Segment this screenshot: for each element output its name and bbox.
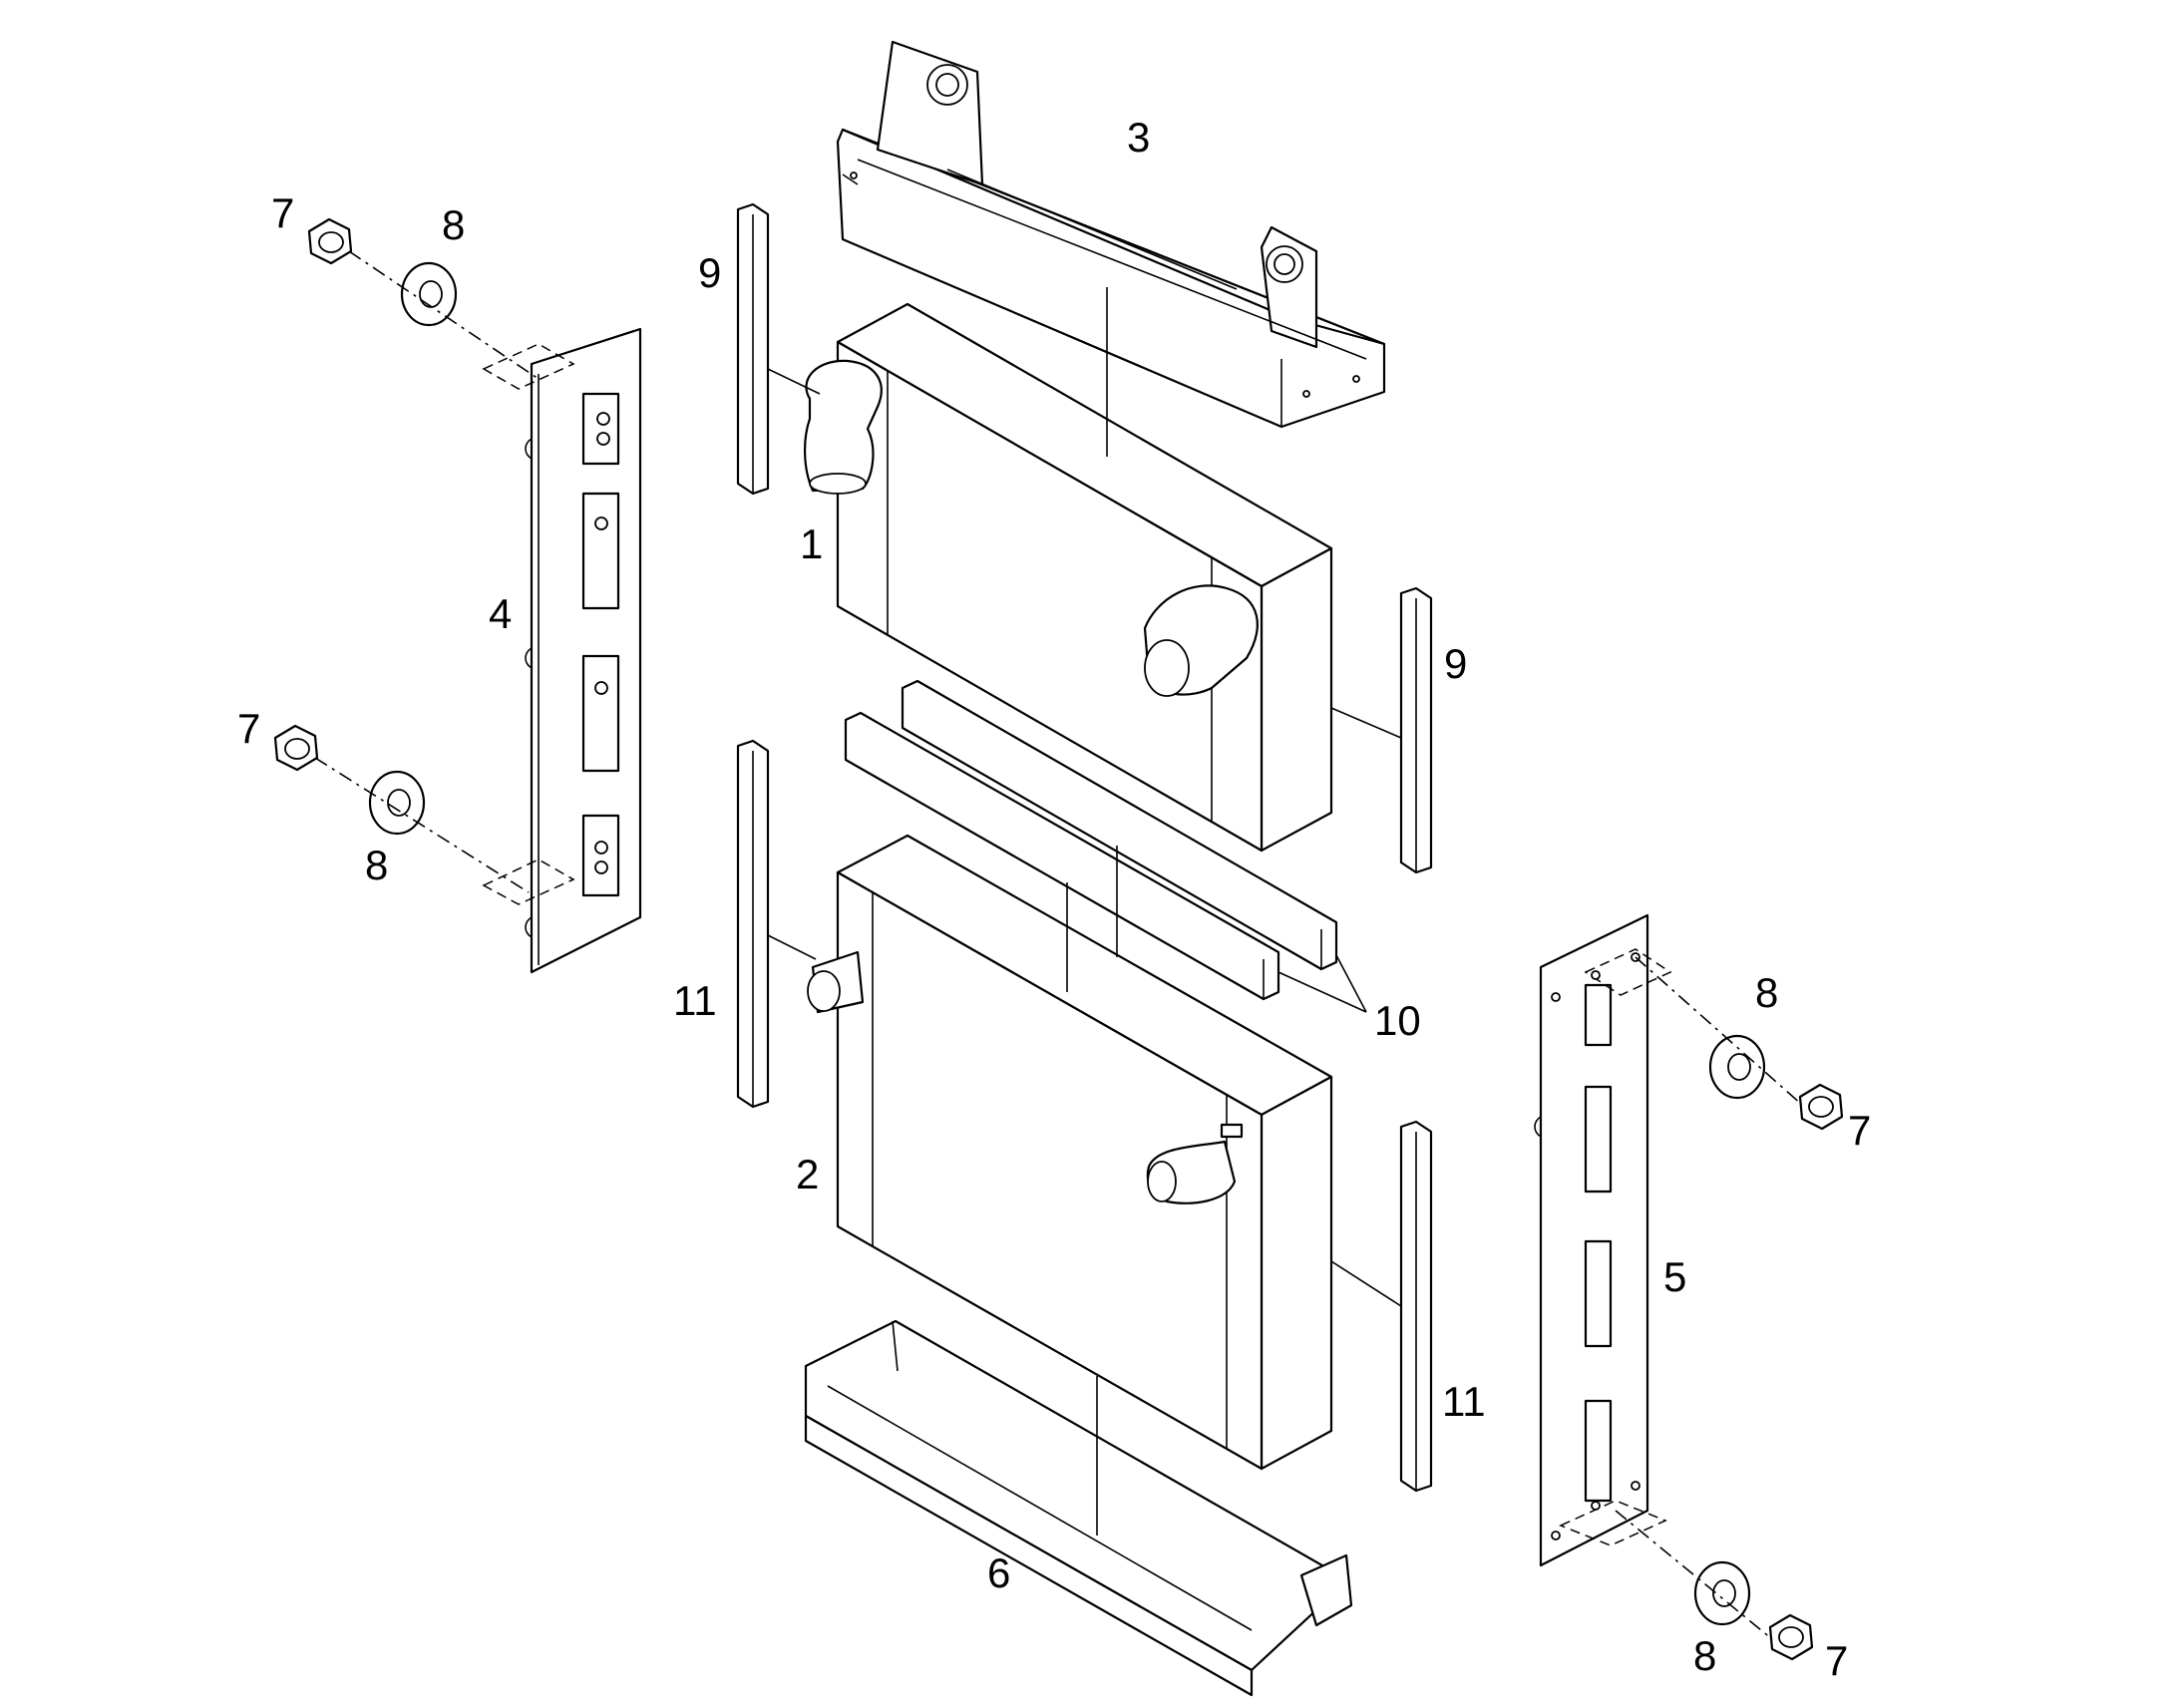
callout-2: 2 [796, 1151, 819, 1197]
leader-lines [767, 287, 1402, 1536]
callout-8-upper-right: 8 [1755, 969, 1778, 1016]
right-side-plate [1534, 913, 1672, 1567]
top-bracket [836, 40, 1386, 429]
callout-7-upper-right: 7 [1848, 1107, 1871, 1154]
bottom-tray [804, 1319, 1353, 1697]
callout-1: 1 [800, 520, 823, 567]
strip-11-right [1399, 1120, 1433, 1493]
callout-11-right: 11 [1442, 1378, 1486, 1425]
washer-8-upper-right [1708, 1034, 1766, 1100]
nut-7-upper-right [1798, 1083, 1844, 1131]
left-side-plate [482, 327, 642, 974]
strip-11-left [736, 739, 770, 1109]
washer-8-lower-left [368, 770, 426, 836]
callout-7-upper-left: 7 [271, 189, 294, 236]
nut-7-upper-left [307, 217, 353, 265]
callout-9-left: 9 [698, 249, 721, 296]
nut-7-lower-left [273, 724, 319, 772]
callout-5: 5 [1663, 1253, 1686, 1300]
lower-cooler [807, 834, 1333, 1471]
strip-9-left [736, 202, 770, 496]
callout-8-lower-right: 8 [1693, 1632, 1716, 1679]
callout-labels: 3 7 8 9 1 4 9 7 8 11 10 8 7 2 5 11 6 8 7 [237, 114, 1871, 1684]
callout-4: 4 [489, 590, 512, 637]
upper-cooler [803, 302, 1333, 853]
callout-6: 6 [987, 1549, 1010, 1596]
callout-11-left: 11 [673, 977, 717, 1024]
callout-8-upper-left: 8 [442, 201, 465, 248]
callout-3: 3 [1127, 114, 1150, 161]
callout-7-lower-left: 7 [237, 705, 260, 752]
strip-10-front [844, 711, 1280, 1001]
washer-8-lower-right [1693, 1560, 1751, 1626]
callout-8-lower-left: 8 [365, 842, 388, 888]
washer-8-upper-left [400, 261, 458, 327]
fastener-axes [314, 250, 1803, 1640]
callout-10: 10 [1374, 997, 1421, 1044]
callout-7-lower-right: 7 [1825, 1637, 1848, 1684]
nut-7-lower-right [1768, 1613, 1814, 1661]
strip-10-back [901, 679, 1338, 971]
strip-9-right [1399, 586, 1433, 874]
callout-9-right: 9 [1444, 640, 1467, 687]
